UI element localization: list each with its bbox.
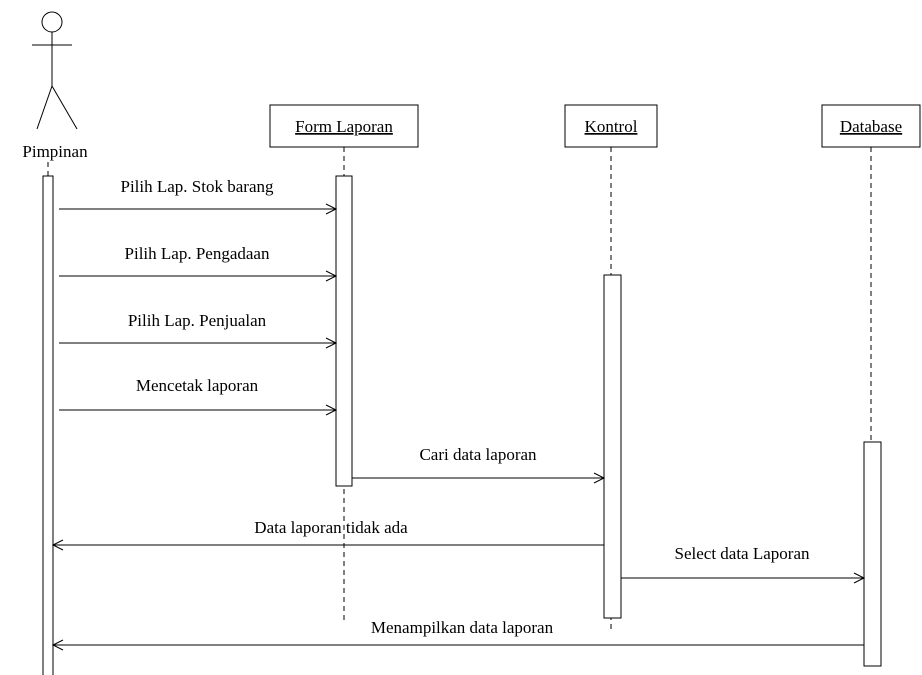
message-label: Data laporan tidak ada — [254, 518, 408, 537]
arrowhead-icon — [325, 337, 338, 349]
object-kontrol: Kontrol — [564, 104, 658, 148]
activation-database — [863, 441, 882, 667]
message-label: Menampilkan data laporan — [371, 618, 554, 637]
object-box — [821, 104, 921, 148]
actor-label: Pimpinan — [22, 142, 88, 161]
object-database: Database — [821, 104, 921, 148]
arrowhead-icon — [51, 539, 64, 551]
object-box — [564, 104, 658, 148]
message-mencetak-laporan: Mencetak laporan — [59, 376, 338, 416]
object-label: Form Laporan — [295, 117, 393, 136]
messages: Pilih Lap. Stok barang Pilih Lap. Pengad… — [51, 177, 866, 651]
message-pilih-lap-penjualan: Pilih Lap. Penjualan — [59, 311, 338, 349]
message-label: Pilih Lap. Pengadaan — [125, 244, 270, 263]
object-label: Database — [840, 117, 902, 136]
message-label: Pilih Lap. Penjualan — [128, 311, 267, 330]
arrowhead-icon — [325, 404, 338, 416]
arrowhead-icon — [593, 472, 606, 484]
activation-form-laporan — [335, 175, 353, 487]
actor-pimpinan — [32, 11, 78, 130]
message-label: Select data Laporan — [675, 544, 810, 563]
message-pilih-lap-pengadaan: Pilih Lap. Pengadaan — [59, 244, 338, 282]
actor-head — [41, 11, 63, 33]
activation-actor — [42, 175, 54, 675]
arrowhead-icon — [51, 639, 64, 651]
actor-left-leg — [36, 85, 53, 130]
arrowhead-icon — [325, 203, 338, 215]
message-data-laporan-tidak-ada: Data laporan tidak ada — [51, 518, 604, 551]
message-pilih-lap-stok-barang: Pilih Lap. Stok barang — [59, 177, 338, 215]
object-label: Kontrol — [585, 117, 638, 136]
object-form-laporan: Form Laporan — [269, 104, 419, 148]
message-cari-data-laporan: Cari data laporan — [352, 445, 606, 484]
arrowhead-icon — [853, 572, 866, 584]
message-menampilkan-data-laporan: Menampilkan data laporan — [51, 618, 864, 651]
object-box — [269, 104, 419, 148]
activation-kontrol — [603, 274, 622, 619]
actor-right-leg — [51, 85, 78, 130]
message-label: Cari data laporan — [419, 445, 537, 464]
message-select-data-laporan: Select data Laporan — [621, 544, 866, 584]
message-label: Pilih Lap. Stok barang — [121, 177, 274, 196]
arrowhead-icon — [325, 270, 338, 282]
message-label: Mencetak laporan — [136, 376, 259, 395]
